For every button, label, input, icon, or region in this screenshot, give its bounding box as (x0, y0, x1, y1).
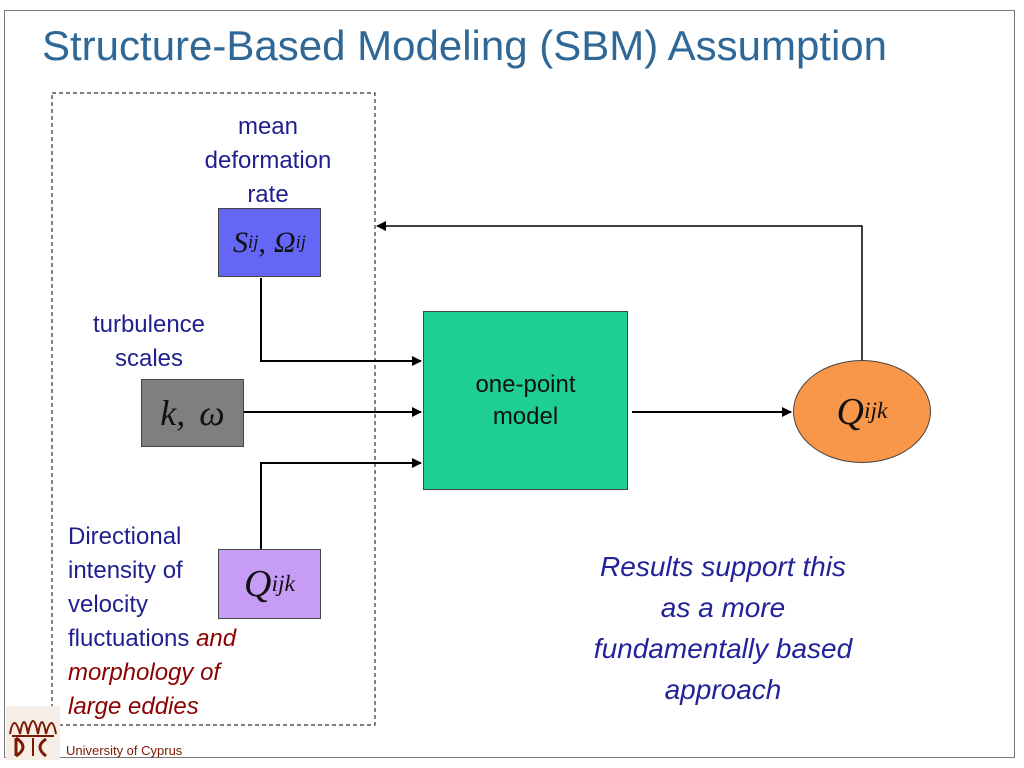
slide-frame (4, 10, 1015, 758)
label-mean-deformation-rate: mean deformation rate (204, 113, 332, 208)
university-name: University of Cyprus (66, 743, 183, 758)
model-label-line: one-point (475, 370, 576, 398)
symbol-q: Q (836, 390, 864, 433)
subscript-ij: ij (248, 231, 259, 253)
slide-title: Structure-Based Modeling (SBM) Assumptio… (42, 22, 888, 69)
results-statement: Results support this as a more fundament… (593, 551, 853, 705)
separator-comma: , (258, 225, 266, 259)
separator-comma: , (176, 393, 186, 433)
subscript-ij: ij (295, 231, 306, 253)
label-turbulence-scales: turbulence scales (92, 311, 206, 372)
box-one-point-model: one-point model (423, 311, 628, 490)
subscript-ijk: ijk (271, 570, 295, 597)
symbol-small-omega: ω (199, 393, 225, 433)
university-logo-icon (6, 706, 60, 760)
symbol-omega: Ω (273, 225, 296, 259)
arrow-q-input-to-model (260, 458, 422, 549)
subscript-ijk: ijk (863, 398, 888, 424)
symbol-q: Q (244, 563, 272, 605)
symbol-s: S (233, 225, 249, 259)
box-k-omega: k, ω (141, 379, 244, 447)
symbol-k: k (160, 393, 177, 433)
arrow-feedback-to-input (376, 221, 863, 360)
model-label-line: model (492, 402, 559, 430)
arrow-s-omega-to-model (260, 278, 422, 366)
input-group-dashed-border (51, 92, 376, 726)
label-directional-intensity: Directional intensity of velocity fluctu… (68, 523, 237, 720)
